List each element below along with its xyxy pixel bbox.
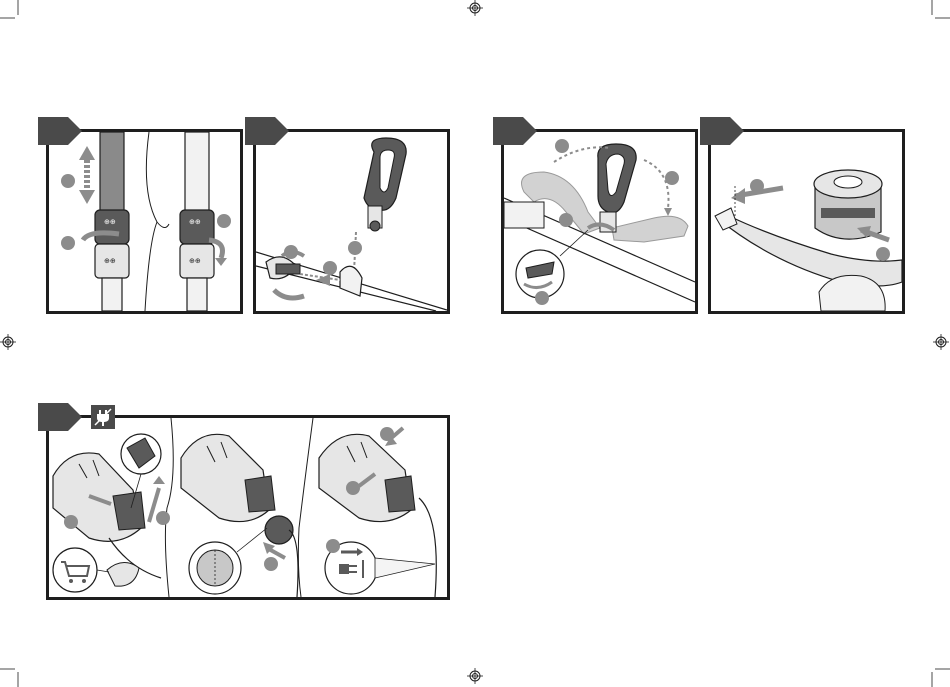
callout-circle-icon bbox=[156, 511, 170, 525]
step-number-tab-icon bbox=[493, 117, 537, 145]
callout-circle-icon bbox=[555, 139, 569, 153]
handle-rotate-illustration bbox=[504, 132, 695, 311]
guard-attach-illustration bbox=[711, 132, 902, 311]
callout-circle-icon bbox=[64, 515, 78, 529]
callout-circle-icon bbox=[284, 245, 298, 259]
callout-circle-icon bbox=[61, 236, 75, 250]
panel-adjust-handle bbox=[501, 129, 698, 314]
callout-circle-icon bbox=[348, 241, 362, 255]
svg-text:⊕⊕: ⊕⊕ bbox=[189, 258, 201, 265]
svg-text:⊕⊕: ⊕⊕ bbox=[189, 219, 201, 226]
panel-attach-guard bbox=[708, 129, 905, 314]
panel-attach-handle bbox=[253, 129, 450, 314]
handle-attach-illustration bbox=[256, 132, 447, 311]
callout-circle-icon bbox=[326, 539, 340, 553]
callout-circle-icon bbox=[346, 481, 360, 495]
callout-circle-icon bbox=[876, 247, 890, 261]
step-number-tab-icon bbox=[245, 117, 289, 145]
callout-circle-icon bbox=[750, 179, 764, 193]
shaft-collar-illustration: ⊕⊕ ⊕⊕ ⊕⊕ ⊕⊕ bbox=[49, 132, 240, 311]
step-number-tab-icon bbox=[700, 117, 744, 145]
svg-text:⊕⊕: ⊕⊕ bbox=[104, 219, 116, 226]
svg-text:⊕⊕: ⊕⊕ bbox=[104, 258, 116, 265]
callout-circle-icon bbox=[665, 171, 679, 185]
step-number-tab-icon bbox=[38, 403, 82, 431]
power-connect-illustration bbox=[49, 418, 447, 597]
step-number-tab-icon bbox=[38, 117, 82, 145]
callout-circle-icon bbox=[323, 261, 337, 275]
callout-circle-icon bbox=[559, 213, 573, 227]
callout-circle-icon bbox=[61, 174, 75, 188]
callout-circle-icon bbox=[535, 291, 549, 305]
callout-circle-icon bbox=[217, 214, 231, 228]
panel-connect-power bbox=[46, 415, 450, 600]
callout-circle-icon bbox=[380, 427, 394, 441]
unplug-power-icon bbox=[91, 405, 115, 429]
panel-adjust-shaft: ⊕⊕ ⊕⊕ ⊕⊕ ⊕⊕ bbox=[46, 129, 243, 314]
callout-circle-icon bbox=[264, 557, 278, 571]
